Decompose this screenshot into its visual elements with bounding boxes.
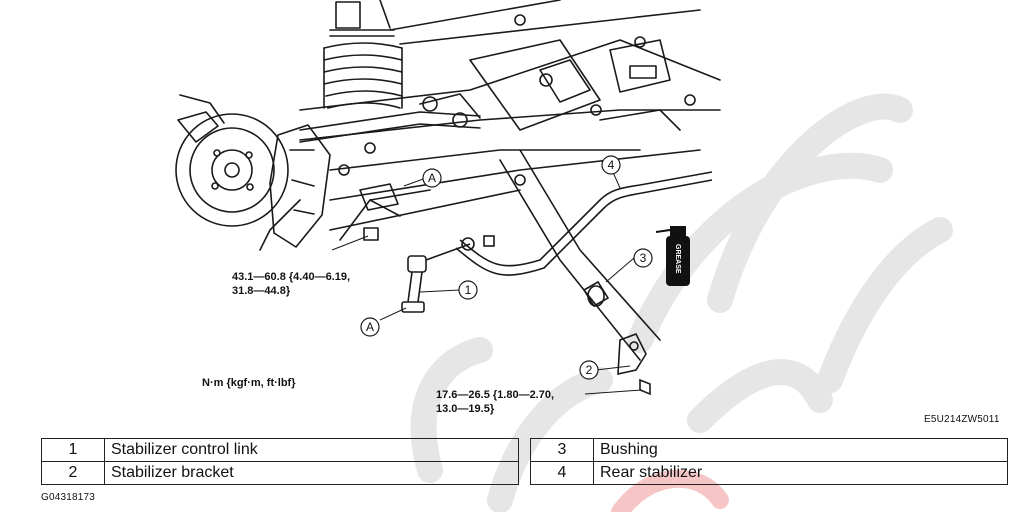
callout-1-circle [458,280,478,300]
part-name: Stabilizer bracket [104,461,519,485]
units-legend: N·m {kgf·m, ft·lbf} [202,377,296,389]
stabilizer-bracket [617,332,651,396]
callout-3-circle [633,248,653,268]
footer-code: G04318173 [41,492,96,503]
table-row: 1 Stabilizer control link [41,438,519,462]
table-row: 2 Stabilizer bracket [41,461,519,485]
callout-2-label: 2 [586,363,593,377]
coil-spring [323,0,403,109]
callout-2-circle [579,360,599,380]
torque-spec-upper-line1: 43.1—60.8 {4.40—6.19, [232,271,351,283]
table-row: 3 Bushing [530,438,1008,462]
part-number: 4 [530,461,594,485]
bolt [363,227,379,241]
part-number: 2 [41,461,105,485]
lateral-link [299,93,661,361]
grease-label: GREASE [674,244,681,274]
callout-4-label: 4 [608,158,615,172]
part-name: Bushing [593,438,1008,462]
callout-1-label: 1 [465,283,472,297]
part-number: 3 [530,438,594,462]
figure-code: E5U214ZW5011 [924,414,1000,425]
part-name: Stabilizer control link [104,438,519,462]
marker-a-upper-label: A [428,171,436,185]
parts-table-left: 1 Stabilizer control link 2 Stabilizer b… [41,438,519,485]
part-name: Rear stabilizer [593,461,1008,485]
table-row: 4 Rear stabilizer [530,461,1008,485]
marker-a-upper-circle [422,168,442,188]
marker-a-lower-label: A [366,320,374,334]
callout-4-circle [601,155,621,175]
stabilizer-control-link [401,235,495,313]
knuckle [259,124,331,251]
torque-spec-lower-line2: 13.0—19.5} [436,403,495,415]
rear-crossmember [299,0,721,231]
grease-tube [655,226,690,286]
bushing [582,280,610,308]
rear-stabilizer-bar [455,171,713,276]
parts-table-right: 3 Bushing 4 Rear stabilizer [530,438,1008,485]
brake-disc [175,94,289,227]
torque-spec-lower: 17.6—26.5 {1.80—2.70, 13.0—19.5} [436,388,554,416]
torque-spec-upper-line2: 31.8—44.8} [232,285,291,297]
part-number: 1 [41,438,105,462]
torque-spec-lower-line1: 17.6—26.5 {1.80—2.70, [436,389,555,401]
torque-spec-upper: 43.1—60.8 {4.40—6.19, 31.8—44.8} [232,270,350,298]
marker-a-lower-circle [360,317,380,337]
bracket-area [339,183,431,241]
callout-3-label: 3 [640,251,647,265]
